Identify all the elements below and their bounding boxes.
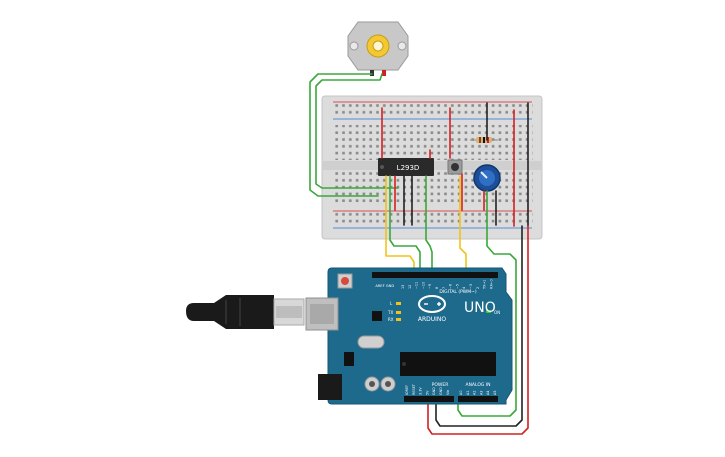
analog-pin-label-0: A0 bbox=[459, 391, 463, 395]
arduino-logo-icon bbox=[418, 295, 446, 313]
digital-pin-label-5: 8 bbox=[435, 287, 439, 289]
wire-black-gnd[interactable] bbox=[435, 225, 523, 427]
digital-pin-label-3: ~10 bbox=[421, 282, 425, 289]
analog-header-label: ANALOG IN bbox=[465, 382, 490, 388]
gnd-label: GND bbox=[386, 284, 394, 288]
potentiometer[interactable] bbox=[473, 164, 501, 192]
atmega-chip bbox=[400, 352, 496, 376]
analog-pin-label-2: A2 bbox=[473, 391, 477, 395]
wire-green-1[interactable] bbox=[389, 175, 421, 273]
digital-pin-label-13: RX←0 bbox=[489, 279, 493, 289]
power-header-label: POWER bbox=[432, 382, 449, 388]
power-pin-label-1: RESET bbox=[412, 383, 416, 395]
wire-red-5v[interactable] bbox=[427, 225, 529, 435]
digital-pin-label-0: 13 bbox=[401, 285, 405, 289]
on-label: ON bbox=[494, 310, 500, 315]
power-pin-label-6: Vin bbox=[446, 390, 450, 395]
l293d-chip[interactable]: L293D bbox=[378, 158, 434, 176]
dc-motor[interactable] bbox=[347, 21, 409, 76]
l-label: L bbox=[390, 301, 393, 306]
digital-pin-label-4: ~9 bbox=[428, 284, 432, 289]
digital-pin-label-1: 12 bbox=[408, 285, 412, 289]
resistor[interactable] bbox=[470, 137, 498, 143]
digital-header-label: DIGITAL (PWM~) bbox=[439, 289, 477, 295]
aref-label: AREF bbox=[375, 284, 384, 288]
power-pin-label-5: GND bbox=[439, 387, 443, 395]
digital-pin-label-10: ~3 bbox=[469, 284, 473, 289]
digital-pin-label-12: TX→1 bbox=[483, 280, 487, 290]
wire-motor-green-1[interactable] bbox=[309, 73, 379, 197]
arduino-uno[interactable]: ARDUINO UNO DIGITAL (PWM~) AREF GND ON L… bbox=[305, 267, 513, 405]
tx-label: TX bbox=[387, 310, 393, 315]
rx-label: RX bbox=[388, 317, 394, 322]
analog-pin-label-5: A5 bbox=[493, 391, 497, 395]
power-pin-label-2: 3.3V bbox=[419, 387, 423, 395]
analog-pin-label-1: A1 bbox=[466, 391, 470, 395]
power-pin-label-0: IOREF bbox=[405, 385, 409, 395]
arduino-brand: ARDUINO bbox=[418, 316, 447, 323]
wire-green-pot[interactable] bbox=[457, 190, 517, 417]
digital-pin-label-11: 2 bbox=[476, 287, 480, 289]
analog-pin-label-3: A3 bbox=[479, 391, 483, 395]
digital-pin-label-8: ~5 bbox=[455, 284, 459, 289]
power-pin-label-3: 5V bbox=[425, 390, 429, 395]
chip-label: L293D bbox=[397, 164, 420, 172]
wire-green-2[interactable] bbox=[425, 175, 433, 273]
arduino-model: UNO bbox=[464, 300, 496, 316]
digital-pin-label-2: ~11 bbox=[415, 282, 419, 289]
wire-yellow-2[interactable] bbox=[459, 175, 467, 273]
pushbutton[interactable] bbox=[447, 159, 463, 175]
wire-motor-green-2[interactable] bbox=[315, 73, 399, 189]
digital-pin-label-9: 4 bbox=[462, 287, 466, 289]
usb-cable[interactable] bbox=[186, 295, 305, 329]
analog-pin-label-4: A4 bbox=[486, 391, 490, 395]
wire-yellow-1[interactable] bbox=[385, 175, 415, 273]
power-pin-label-4: GND bbox=[432, 387, 436, 395]
digital-pin-label-6: 7 bbox=[442, 287, 446, 289]
digital-pin-label-7: ~6 bbox=[449, 284, 453, 289]
